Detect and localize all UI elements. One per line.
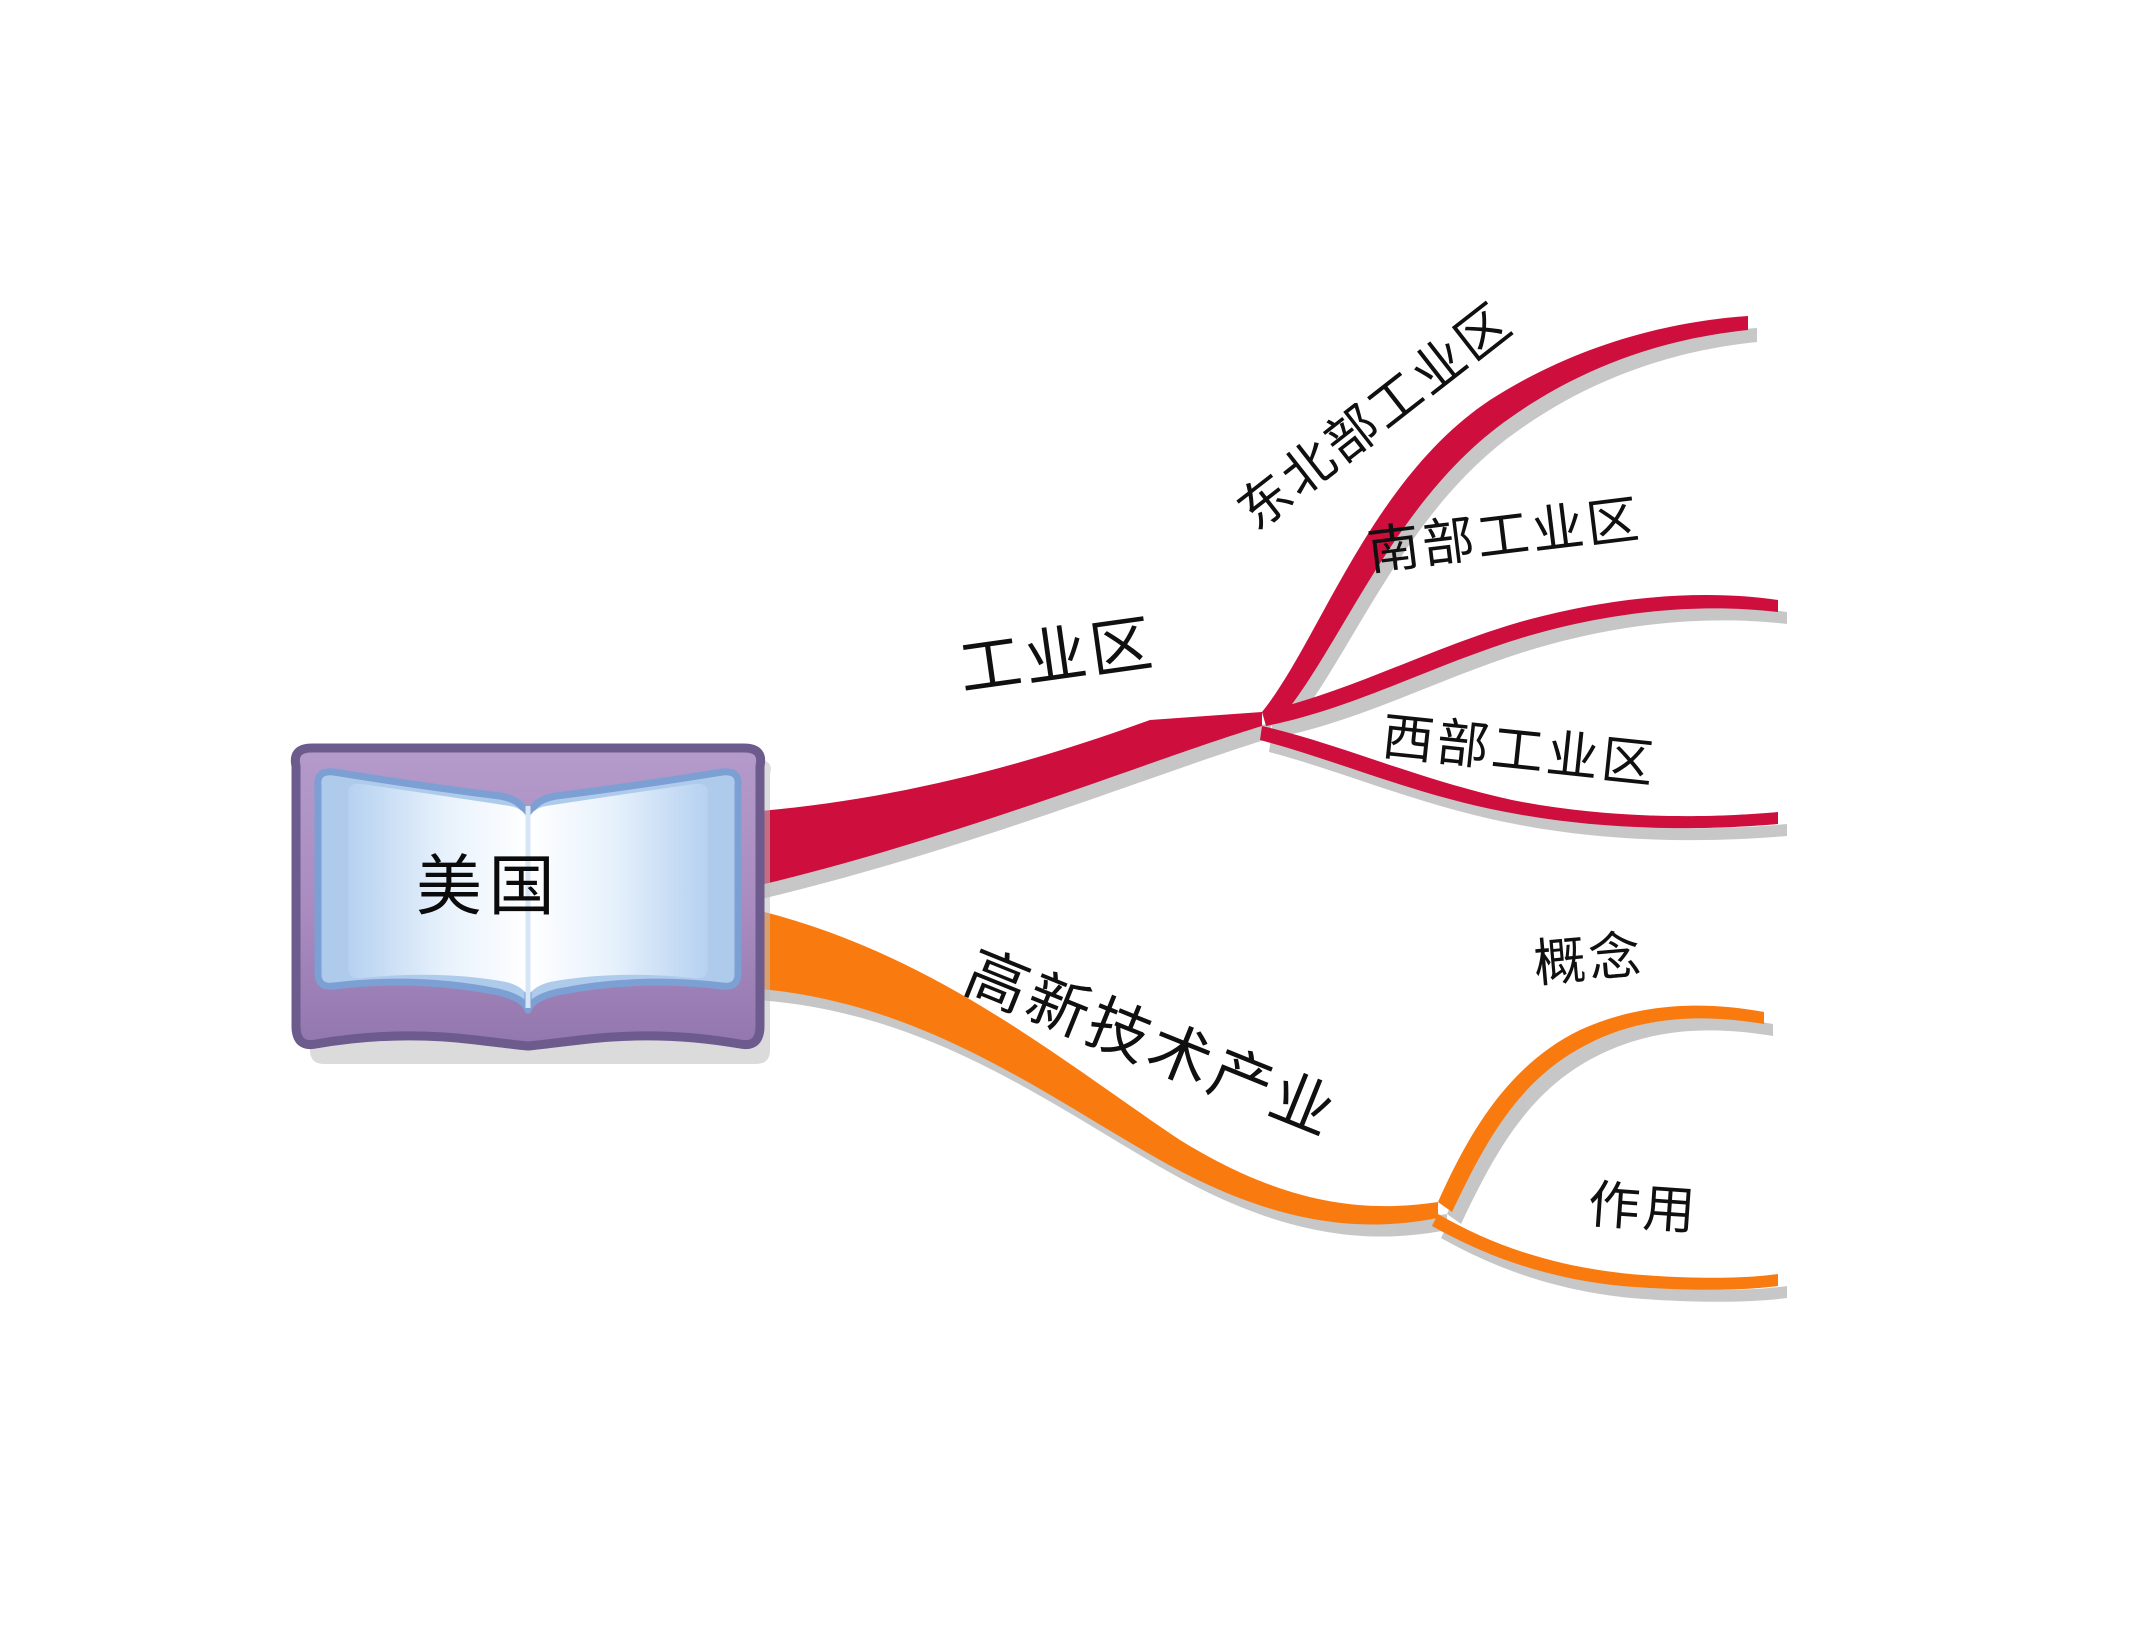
branch-group-industrial-zone[interactable]: [748, 316, 1778, 888]
branch-northeast-industrial-zone[interactable]: [1262, 316, 1748, 724]
shadow-branch-west: [1269, 738, 1787, 841]
branch-west-industrial-zone[interactable]: [1260, 726, 1778, 829]
branch-industrial-zone[interactable]: [748, 712, 1262, 888]
branch-function[interactable]: [1432, 1214, 1778, 1290]
open-book-page-right: [528, 783, 709, 996]
shadow-branch-concept: [1447, 1017, 1773, 1224]
shadow-branch-industrial-zone: [757, 724, 1271, 900]
root-node[interactable]: [290, 743, 771, 1064]
branch-concept[interactable]: [1438, 1005, 1764, 1212]
shadow-branch-function: [1441, 1226, 1787, 1302]
branch-high-tech-industry[interactable]: [748, 908, 1438, 1225]
branch-south-industrial-zone[interactable]: [1262, 595, 1778, 726]
open-book-page-left: [347, 783, 528, 996]
shadow-branch-south: [1271, 607, 1787, 738]
branch-group-high-tech-industry[interactable]: [748, 908, 1778, 1290]
branch-label-function[interactable]: 作用: [1586, 1177, 1701, 1242]
root-node-label: 美国: [416, 851, 562, 924]
branch-label-concept[interactable]: 概念: [1531, 927, 1647, 994]
